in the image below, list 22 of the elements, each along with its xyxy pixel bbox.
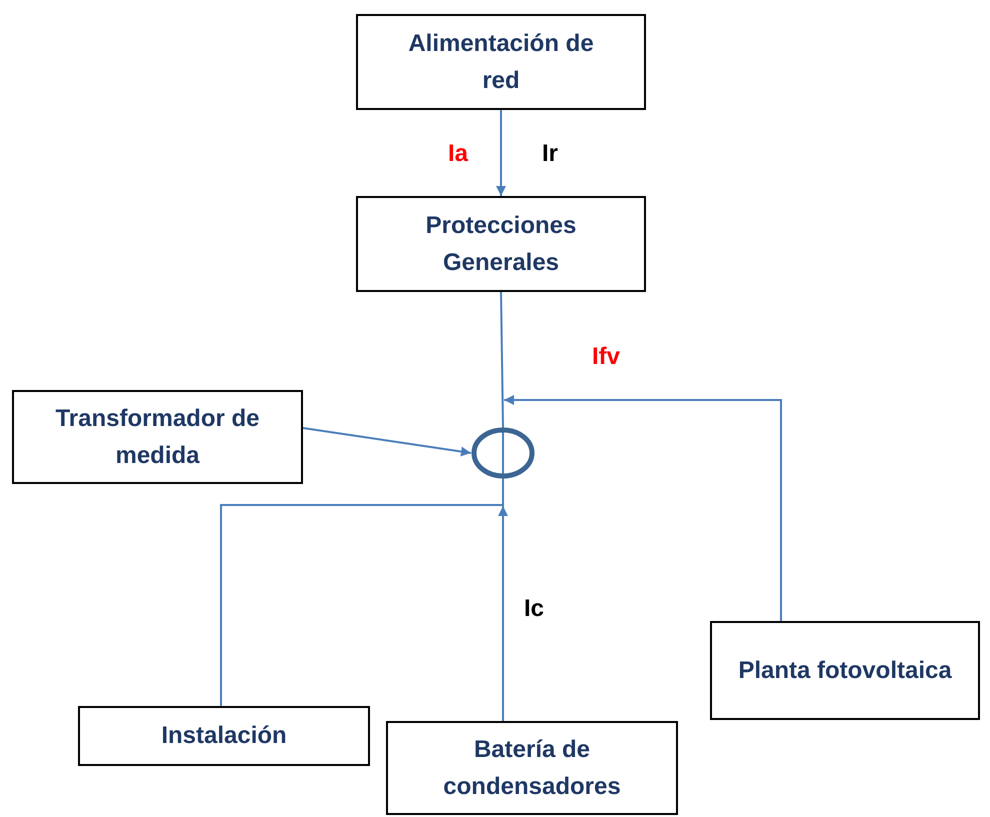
box-label: Protecciones Generales	[424, 210, 578, 278]
box-label: Planta fotovoltaica	[738, 656, 952, 686]
current-label: Ic	[524, 595, 544, 623]
process-box	[710, 621, 980, 720]
process-box	[356, 196, 646, 292]
connector-line	[302, 427, 472, 456]
process-box	[356, 14, 646, 110]
connector-line	[498, 506, 508, 721]
process-box	[12, 390, 303, 484]
box-label: Alimentación de red	[407, 28, 595, 96]
current-label: Ifv	[592, 343, 620, 371]
current-label: Ia	[448, 140, 468, 168]
process-box	[386, 721, 678, 815]
connector-line	[504, 395, 782, 621]
box-label: Batería de condensadores	[442, 734, 622, 802]
connector-line	[496, 110, 506, 196]
connector-line	[500, 292, 504, 428]
current-label: Ir	[542, 140, 558, 168]
process-box	[78, 706, 370, 766]
box-label: Instalación	[161, 721, 287, 752]
box-label: Transformador de medida	[54, 404, 261, 471]
connector-line	[220, 479, 504, 706]
